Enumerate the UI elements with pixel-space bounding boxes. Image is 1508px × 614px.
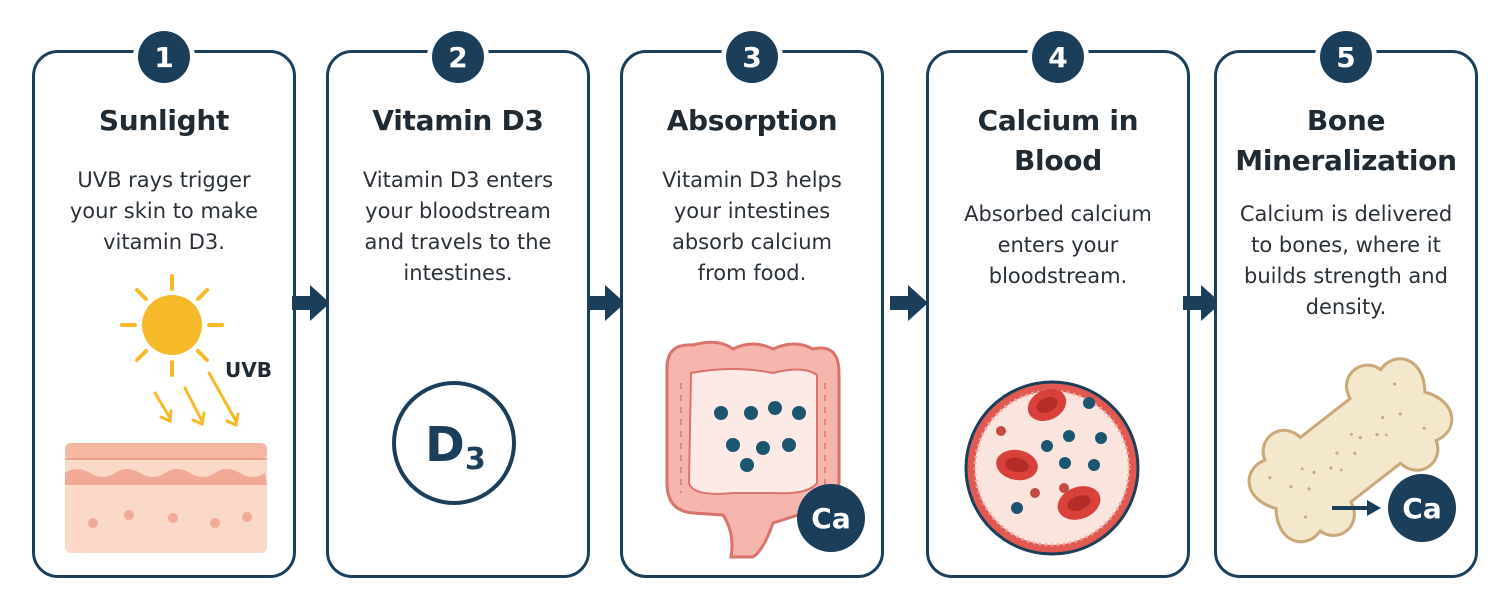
step-number-badge: 2 bbox=[432, 31, 484, 83]
step-title: Bone Mineralization bbox=[1235, 104, 1457, 177]
svg-text:Ca: Ca bbox=[811, 502, 850, 535]
calcium-particles-icon bbox=[714, 401, 806, 472]
arrow-right-icon bbox=[292, 285, 330, 321]
step-title: Vitamin D3 bbox=[372, 104, 544, 137]
step-description: UVB rays trigger your skin to make vitam… bbox=[69, 168, 259, 254]
step-card-bone-mineralization: 5 Bone Mineralization Calcium is deliver… bbox=[1214, 31, 1478, 578]
svg-text:Ca: Ca bbox=[1402, 492, 1441, 525]
step-number-badge: 5 bbox=[1320, 31, 1372, 83]
intestine-illustration: Ca bbox=[665, 340, 865, 559]
sun-and-skin-illustration: UVB bbox=[65, 274, 272, 553]
large-intestine-icon bbox=[665, 340, 841, 559]
step-number-badge: 3 bbox=[726, 31, 778, 83]
red-blood-cells-icon bbox=[996, 388, 1101, 520]
step-card-vitamin-d3: 2 Vitamin D3 Vitamin D3 enters your bloo… bbox=[326, 31, 590, 578]
step-card-calcium-in-blood: 4 Calcium in Blood Absorbed calcium ente… bbox=[926, 31, 1190, 578]
arrow-right-icon bbox=[1183, 285, 1221, 321]
arrow-right-icon bbox=[890, 285, 928, 321]
step-title: Calcium in Blood bbox=[977, 104, 1139, 177]
bone-illustration: Ca bbox=[1247, 357, 1456, 544]
step-description: Vitamin D3 helps your intestines absorb … bbox=[662, 168, 842, 285]
skin-layers-icon bbox=[65, 443, 267, 553]
step-description: Calcium is delivered to bones, where it … bbox=[1239, 202, 1453, 319]
step-description: Vitamin D3 enters your bloodstream and t… bbox=[362, 168, 554, 285]
step-card-sunlight: 1 Sunlight UVB rays trigger your skin to… bbox=[32, 31, 296, 578]
arrow-right-icon bbox=[587, 285, 625, 321]
step-number-badge: 1 bbox=[138, 31, 190, 83]
blood-vessel-illustration bbox=[964, 380, 1140, 556]
step-card-absorption: 3 Absorption Vitamin D3 helps your intes… bbox=[620, 31, 884, 578]
step-title: Sunlight bbox=[98, 104, 230, 137]
step-title: Absorption bbox=[666, 104, 838, 137]
step-number-badge: 4 bbox=[1032, 31, 1084, 83]
sun-icon bbox=[120, 274, 224, 377]
calcium-badge-icon: Ca bbox=[797, 484, 865, 552]
uvb-label: UVB bbox=[225, 358, 272, 382]
arrow-right-icon bbox=[1332, 500, 1381, 516]
calcium-badge-icon: Ca bbox=[1388, 474, 1456, 542]
vitamin-d-letter: D3 bbox=[425, 417, 486, 477]
uv-ray-arrows-icon bbox=[153, 371, 240, 428]
bone-icon bbox=[1247, 357, 1454, 544]
calcium-particles-icon bbox=[1011, 397, 1107, 514]
step-description: Absorbed calcium enters your bloodstream… bbox=[964, 202, 1152, 288]
vitamin-d3-icon: D3 bbox=[392, 381, 516, 505]
